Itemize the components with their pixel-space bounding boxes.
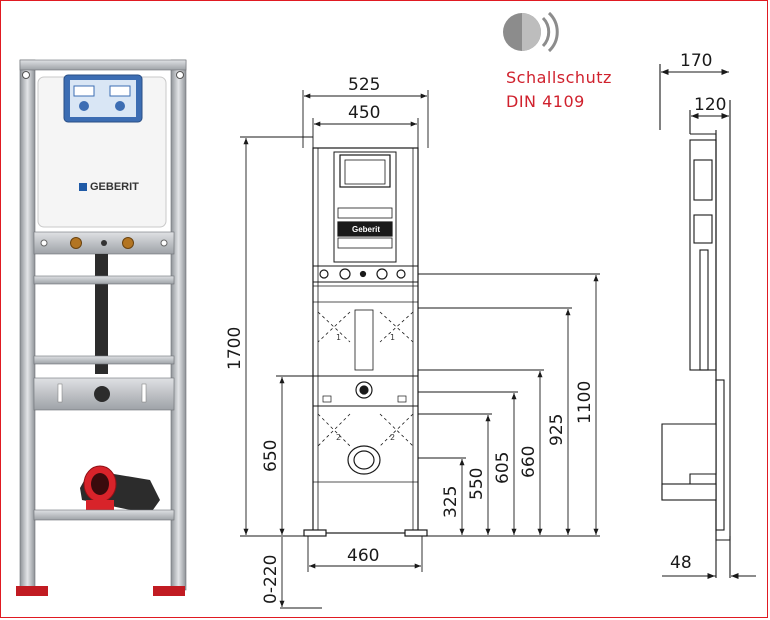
dim-inner-width: 450 — [348, 103, 380, 123]
photo-logo: GEBERIT — [90, 181, 139, 193]
support-label-2b: 2 — [390, 433, 395, 442]
dim-depth-total: 170 — [680, 51, 712, 71]
dim-level-605: 605 — [493, 452, 513, 484]
dim-level-1100: 1100 — [575, 381, 595, 424]
dim-level-660: 660 — [519, 446, 539, 478]
drawing-logo: Geberit — [352, 225, 380, 234]
front-view-drawing — [303, 147, 428, 537]
dim-level-925: 925 — [547, 414, 567, 446]
product-photo: GEBERIT — [16, 59, 187, 596]
support-label-1a: 1 — [336, 333, 341, 342]
dim-level-550: 550 — [467, 468, 487, 500]
dim-depth-frame: 120 — [694, 95, 726, 115]
sound-insulation-icon — [503, 11, 559, 53]
side-view-drawing — [659, 64, 756, 580]
dim-level-325: 325 — [441, 486, 461, 518]
support-label-2a: 2 — [336, 433, 341, 442]
badge-line-2: DIN 4109 — [506, 92, 585, 111]
dim-overall-width: 525 — [348, 75, 380, 95]
support-label-1b: 1 — [390, 333, 395, 342]
dim-foot-width: 460 — [347, 546, 379, 566]
front-dimension-lines — [240, 90, 600, 609]
badge-line-1: Schallschutz — [506, 68, 612, 87]
dim-foot-offset: 48 — [670, 553, 692, 573]
dim-height-650: 650 — [261, 440, 281, 472]
dim-adjust-range: 0-220 — [261, 555, 281, 604]
dim-height-total: 1700 — [225, 327, 245, 370]
